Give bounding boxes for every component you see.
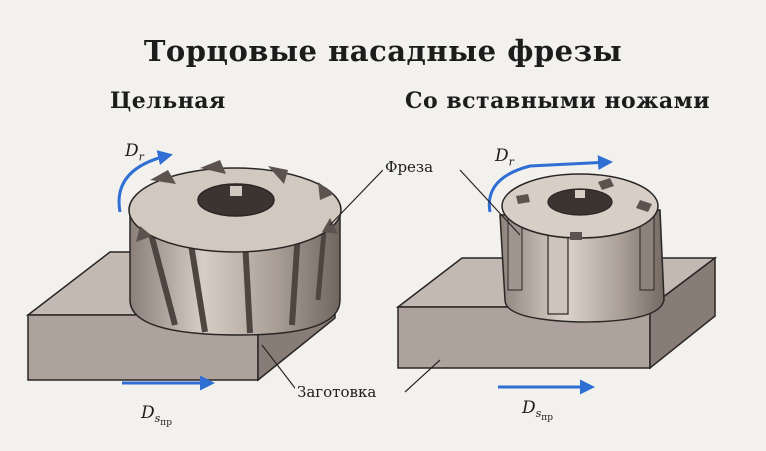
label-cutter: Фреза [383, 158, 436, 176]
rotation-arrow-left [117, 150, 173, 213]
rotation-arrow-right [487, 155, 613, 213]
inserted-blade-milling-cutter [499, 173, 665, 323]
feed-subscript: s [154, 412, 161, 426]
solid-milling-cutter [128, 160, 342, 336]
feed-subscript: s [535, 407, 542, 421]
feed-symbol: D [522, 398, 536, 418]
feed-symbol: D [141, 403, 155, 423]
rotation-subscript: r [508, 155, 514, 169]
feed-label-right: Dsпр [522, 398, 553, 424]
rotation-label-right: Dr [495, 146, 514, 168]
feed-subsubscript: пр [541, 413, 554, 424]
rotation-symbol: D [125, 141, 139, 161]
page-title: Торцовые насадные фрезы [143, 34, 623, 68]
label-workpiece: Заготовка [295, 383, 379, 401]
leader-lines [261, 169, 521, 393]
feed-subsubscript: пр [160, 418, 173, 429]
subtitle-inserted-blades: Со вставными ножами [405, 88, 711, 114]
rotation-label-left: Dr [125, 141, 144, 163]
rotation-symbol: D [495, 146, 509, 166]
rotation-subscript: r [138, 150, 144, 164]
subtitle-solid: Цельная [110, 88, 226, 114]
feed-label-left: Dsпр [141, 403, 172, 429]
